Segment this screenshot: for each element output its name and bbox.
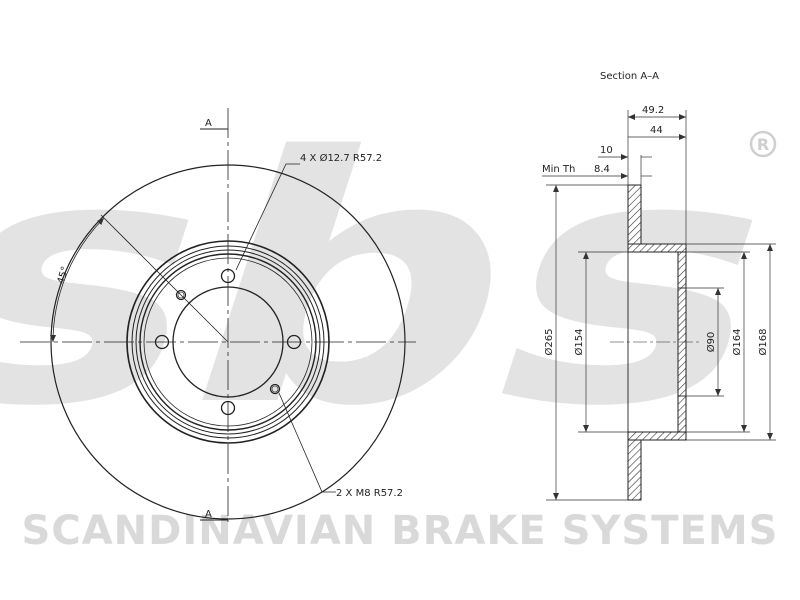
dia-265-label: Ø265 [543, 329, 555, 356]
center-bore [172, 286, 284, 398]
dia-154-label: Ø154 [573, 329, 585, 356]
dia-164-label: Ø164 [731, 329, 743, 356]
section-marker-bottom: A [205, 509, 212, 520]
min-th-value: 8.4 [594, 164, 610, 175]
section-view [610, 184, 700, 501]
front-view [20, 108, 416, 522]
registered-mark-icon: R [749, 130, 777, 158]
threaded-hole [175, 289, 187, 301]
bolt-hole [286, 334, 302, 350]
min-th-label: Min Th [542, 164, 575, 175]
dia-168-label: Ø168 [757, 329, 769, 356]
section-title: Section A–A [600, 71, 659, 82]
bolt-hole [154, 334, 170, 350]
friction-ring-bottom [627, 439, 642, 501]
section-dimensions [542, 110, 776, 501]
threaded-hole [269, 383, 281, 395]
brand-tagline: SCANDINAVIAN BRAKE SYSTEMS [21, 508, 779, 554]
sbs-logo-watermark: sbs [0, 85, 800, 481]
dim-44: 44 [650, 125, 663, 136]
bolt-hole [220, 400, 236, 416]
section-marker-top: A [205, 118, 212, 129]
dia-90-label: Ø90 [705, 332, 717, 353]
dim-49-2: 49.2 [642, 105, 664, 116]
svg-text:sbs: sbs [0, 85, 800, 481]
bolt-holes-label: 4 X Ø12.7 R57.2 [300, 152, 382, 164]
friction-ring-top [627, 184, 642, 245]
dim-10: 10 [600, 145, 613, 156]
angle-label: 45° [56, 265, 71, 285]
disc-outer-edge [50, 164, 406, 520]
svg-text:R: R [757, 135, 769, 154]
threaded-holes-label: 2 X M8 R57.2 [336, 488, 403, 499]
bolt-hole [220, 268, 236, 284]
